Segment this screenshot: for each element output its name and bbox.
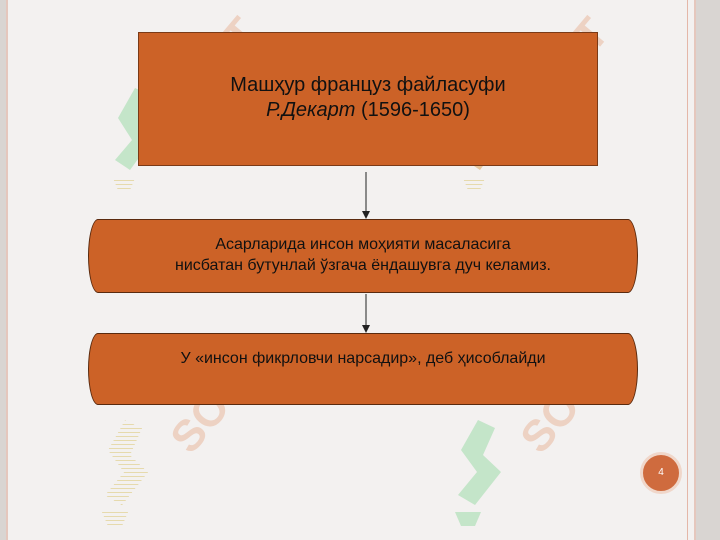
thinking-thing-text: У «инсон фикрловчи нарсадир», деб ҳисобл… bbox=[180, 350, 546, 367]
thinking-thing-box: У «инсон фикрловчи нарсадир», деб ҳисобл… bbox=[88, 333, 638, 405]
arrow-top-to-middle bbox=[362, 172, 370, 219]
philosopher-box: Машҳур француз файласуфи Р.Декарт (1596-… bbox=[138, 32, 598, 166]
page-number-badge: 4 bbox=[640, 452, 682, 494]
philosopher-name: Р.Декарт bbox=[266, 99, 356, 121]
arrow-middle-to-bottom bbox=[362, 294, 370, 333]
philosopher-years: (1596-1650) bbox=[355, 99, 470, 121]
works-text-line1: Асарларида инсон моҳияти масаласига bbox=[215, 236, 511, 253]
works-text-line2: нисбатан бутунлай ўзгача ёндашувга дуч к… bbox=[174, 257, 551, 274]
philosopher-name-line: Р.Декарт (1596-1650) bbox=[139, 98, 597, 123]
works-box: Асарларида инсон моҳияти масаласига нисб… bbox=[88, 219, 638, 293]
page-number: 4 bbox=[658, 467, 664, 478]
philosopher-title: Машҳур француз файласуфи bbox=[230, 74, 506, 96]
